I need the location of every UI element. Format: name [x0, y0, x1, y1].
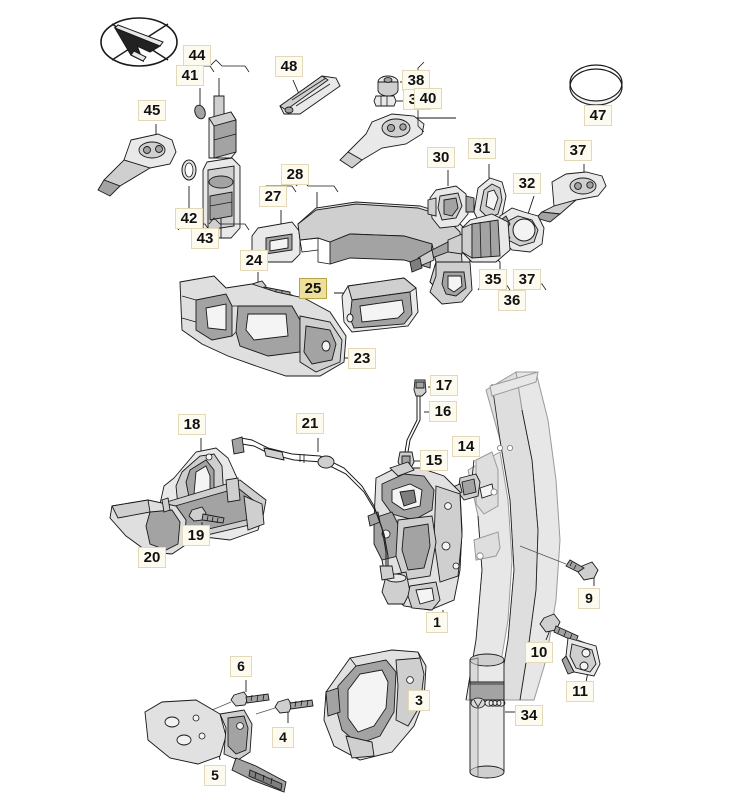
callout-label-47: 47 — [584, 105, 612, 126]
callout-label-48: 48 — [275, 56, 303, 77]
callout-label-28: 28 — [281, 164, 309, 185]
callout-label-31: 31 — [468, 138, 496, 159]
part-11-door-striker-plate — [561, 637, 601, 683]
part-40-remote-key-assembly — [339, 61, 456, 169]
part-34-lubricant-spray-can — [469, 653, 520, 779]
callout-label-30: 30 — [427, 147, 455, 168]
callout-label-14: 14 — [452, 436, 480, 457]
part-17-rod-grommet — [413, 379, 432, 397]
callout-label-38: 38 — [402, 70, 430, 91]
callout-label-25: 25 — [299, 278, 327, 299]
part-30-lock-cylinder-housing — [427, 170, 475, 229]
callout-label-41: 41 — [176, 65, 204, 86]
callout-label-6: 6 — [230, 656, 252, 677]
part-37-key-top-right — [535, 164, 607, 223]
callout-label-34: 34 — [515, 705, 543, 726]
part-1-door-lock-latch-assembly — [367, 461, 463, 622]
part-16-lock-operating-rod — [404, 396, 432, 453]
callout-label-10: 10 — [525, 642, 553, 663]
callout-label-44: 44 — [183, 45, 211, 66]
callout-label-9: 9 — [578, 588, 600, 609]
callout-label-18: 18 — [178, 414, 206, 435]
callout-label-36: 36 — [498, 290, 526, 311]
brand-logo-icon — [100, 17, 178, 67]
callout-label-16: 16 — [429, 401, 457, 422]
part-45-remote-key — [97, 124, 177, 197]
callout-label-37: 37 — [564, 140, 592, 161]
callout-label-42: 42 — [175, 208, 203, 229]
callout-label-32: 32 — [513, 173, 541, 194]
callout-label-27: 27 — [259, 186, 287, 207]
part-31-lock-cylinder-cover-cap — [473, 164, 507, 225]
callout-label-24: 24 — [240, 250, 268, 271]
part-21-bowden-cable — [231, 436, 395, 581]
callout-label-21: 21 — [296, 413, 324, 434]
part-9-striker-screw — [519, 545, 599, 586]
callout-label-20: 20 — [138, 547, 166, 568]
callout-label-15: 15 — [420, 450, 448, 471]
callout-label-4: 4 — [272, 727, 294, 748]
callout-label-43: 43 — [191, 228, 219, 249]
part-47-o-ring — [569, 64, 623, 112]
callout-label-11: 11 — [566, 681, 594, 702]
part-19-handle-screw — [188, 506, 225, 530]
callout-label-1: 1 — [426, 612, 448, 633]
callout-label-17: 17 — [430, 375, 458, 396]
part-48-key-blade-blank — [279, 75, 341, 115]
callout-label-35: 35 — [479, 269, 507, 290]
callout-label-3: 3 — [408, 690, 430, 711]
part-23-outer-handle-carrier — [179, 275, 356, 377]
part-44-key-blade-assembly — [177, 59, 250, 239]
callout-label-45: 45 — [138, 100, 166, 121]
callout-label-19: 19 — [182, 525, 210, 546]
part-35-lock-cylinder — [409, 213, 547, 295]
part-28-outer-door-handle — [297, 201, 473, 305]
part-6-hinge-bolt — [211, 680, 270, 711]
callout-label-23: 23 — [348, 348, 376, 369]
part-4-hinge-bolt — [255, 698, 314, 723]
part-20-inner-door-handle — [109, 497, 187, 555]
callout-label-37: 37 — [513, 269, 541, 290]
part-25-handle-bezel-cover — [334, 277, 419, 333]
callout-label-40: 40 — [414, 88, 442, 109]
part-5-door-check-bracket — [144, 699, 287, 793]
callout-label-5: 5 — [204, 765, 226, 786]
